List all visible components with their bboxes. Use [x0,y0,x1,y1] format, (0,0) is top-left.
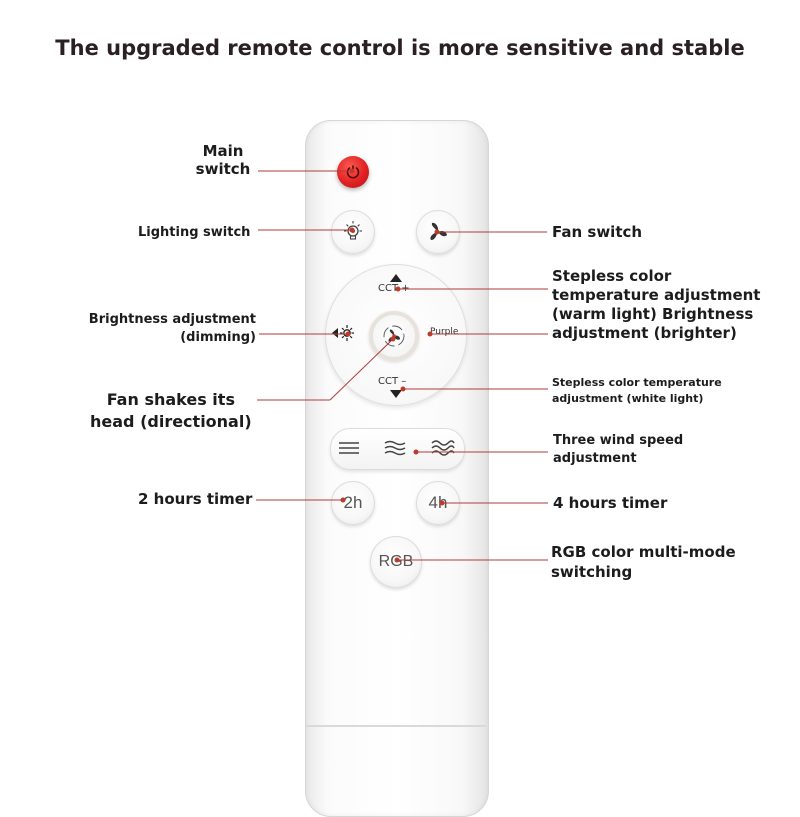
label-stepless-white-line1: Stepless color temperature [552,376,722,389]
fan-icon [430,222,447,240]
lighting-switch-button[interactable] [331,210,375,254]
page-title: The upgraded remote control is more sens… [55,36,745,60]
label-lighting-switch: Lighting switch [138,225,251,240]
dimming-button[interactable] [332,323,358,347]
label-fan-shakes-line1: Fan shakes its [106,390,235,409]
label-wind-speed-line2: adjustment [553,451,637,466]
purple-button[interactable]: Purple [428,326,466,342]
label-main-switch-line2: switch [195,160,251,178]
cct-plus-label: CCT + [378,283,410,294]
wind-low-icon [339,442,359,454]
label-stepless-white: Stepless color temperature adjustment (w… [552,375,722,407]
timer-2h-text: 2h [343,493,363,512]
label-2h-timer: 2 hours timer [138,490,253,508]
label-brightness-line1: Brightness adjustment [88,312,256,327]
purple-label: Purple [430,327,459,337]
fan-oscillate-button[interactable] [369,311,419,361]
light-bulb-icon [344,221,362,240]
label-stepless-warm-line3: (warm light) Brightness [552,305,754,323]
timer-4h-text: 4h [428,493,448,512]
remote-seam [306,725,486,727]
label-main-switch: Main switch [188,142,258,178]
fan-switch-button[interactable] [416,210,460,254]
label-rgb-line2: switching [551,563,633,581]
timer-4h-button[interactable]: 4h [416,481,460,525]
label-brightness-line2: (dimming) [180,330,256,345]
rgb-mode-button[interactable]: RGB [370,536,422,588]
label-main-switch-line1: Main [202,142,244,160]
label-fan-switch: Fan switch [552,223,643,241]
label-rgb-line1: RGB color multi-mode [551,543,736,561]
cct-plus-button[interactable]: CCT + [376,272,416,300]
label-stepless-warm-line2: temperature adjustment [552,286,761,304]
wind-medium-icon [384,440,406,456]
label-wind-speed-line1: Three wind speed [553,433,684,448]
power-icon [346,165,360,179]
label-fan-shakes: Fan shakes its head (directional) [90,389,252,433]
label-wind-speed: Three wind speed adjustment [553,432,683,468]
rgb-text: RGB [378,553,414,570]
fan-oscillate-icon [383,325,405,347]
main-power-button[interactable] [337,156,369,188]
cct-minus-label: CCT – [378,376,407,387]
wind-speed-low-button[interactable] [334,434,364,462]
label-rgb: RGB color multi-mode switching [551,542,736,582]
wind-speed-high-button[interactable] [427,434,459,462]
label-fan-shakes-line2: head (directional) [90,412,252,431]
label-stepless-warm-line1: Stepless color [552,267,672,285]
label-stepless-white-line2: adjustment (white light) [552,392,704,405]
dim-brightness-icon [332,325,354,341]
label-stepless-warm: Stepless color temperature adjustment (w… [552,267,760,343]
wind-high-icon [431,440,455,456]
arrow-up-icon [390,274,402,282]
arrow-down-icon [390,390,402,398]
label-brightness: Brightness adjustment (dimming) [86,311,256,347]
cct-minus-button[interactable]: CCT – [376,374,416,402]
label-4h-timer: 4 hours timer [553,494,668,512]
wind-speed-medium-button[interactable] [380,434,410,462]
timer-2h-button[interactable]: 2h [331,481,375,525]
label-stepless-warm-line4: adjustment (brighter) [552,324,737,342]
